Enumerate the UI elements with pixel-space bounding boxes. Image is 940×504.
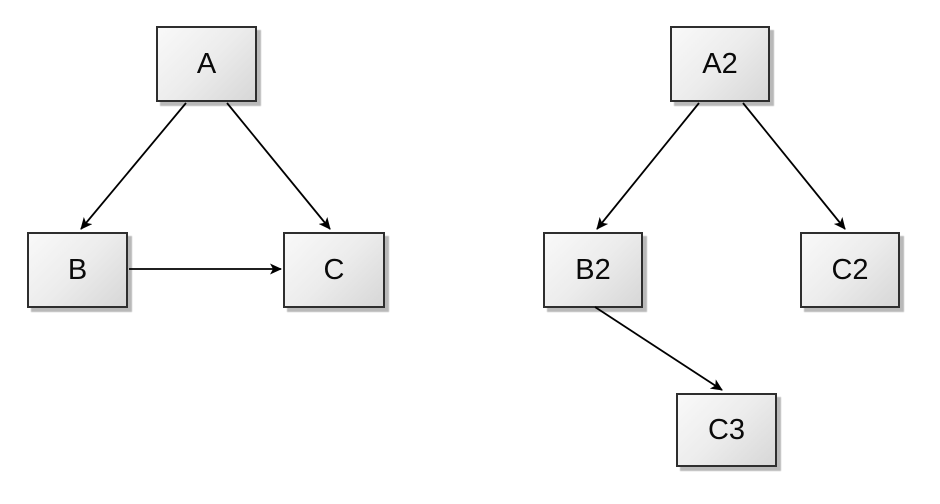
node-b: B (27, 232, 128, 308)
node-a: A (156, 26, 257, 102)
node-label: C2 (831, 253, 869, 286)
node-c: C (283, 232, 385, 308)
edge-a2-b2 (596, 102, 700, 230)
edge-a2-c2 (742, 102, 846, 230)
node-label: A (196, 47, 217, 80)
node-label: C (323, 253, 345, 286)
node-b2: B2 (543, 232, 643, 308)
node-c3: C3 (676, 393, 777, 467)
edge-b2-c3 (594, 306, 723, 391)
node-c2: C2 (800, 232, 900, 308)
edges-group (80, 102, 846, 391)
node-label: B (67, 253, 88, 286)
node-label: A2 (702, 47, 738, 80)
edge-a-b (80, 102, 187, 230)
node-label: B2 (575, 253, 611, 286)
node-label: C3 (707, 413, 746, 446)
edge-a-c (226, 102, 331, 230)
node-a2: A2 (670, 26, 770, 102)
